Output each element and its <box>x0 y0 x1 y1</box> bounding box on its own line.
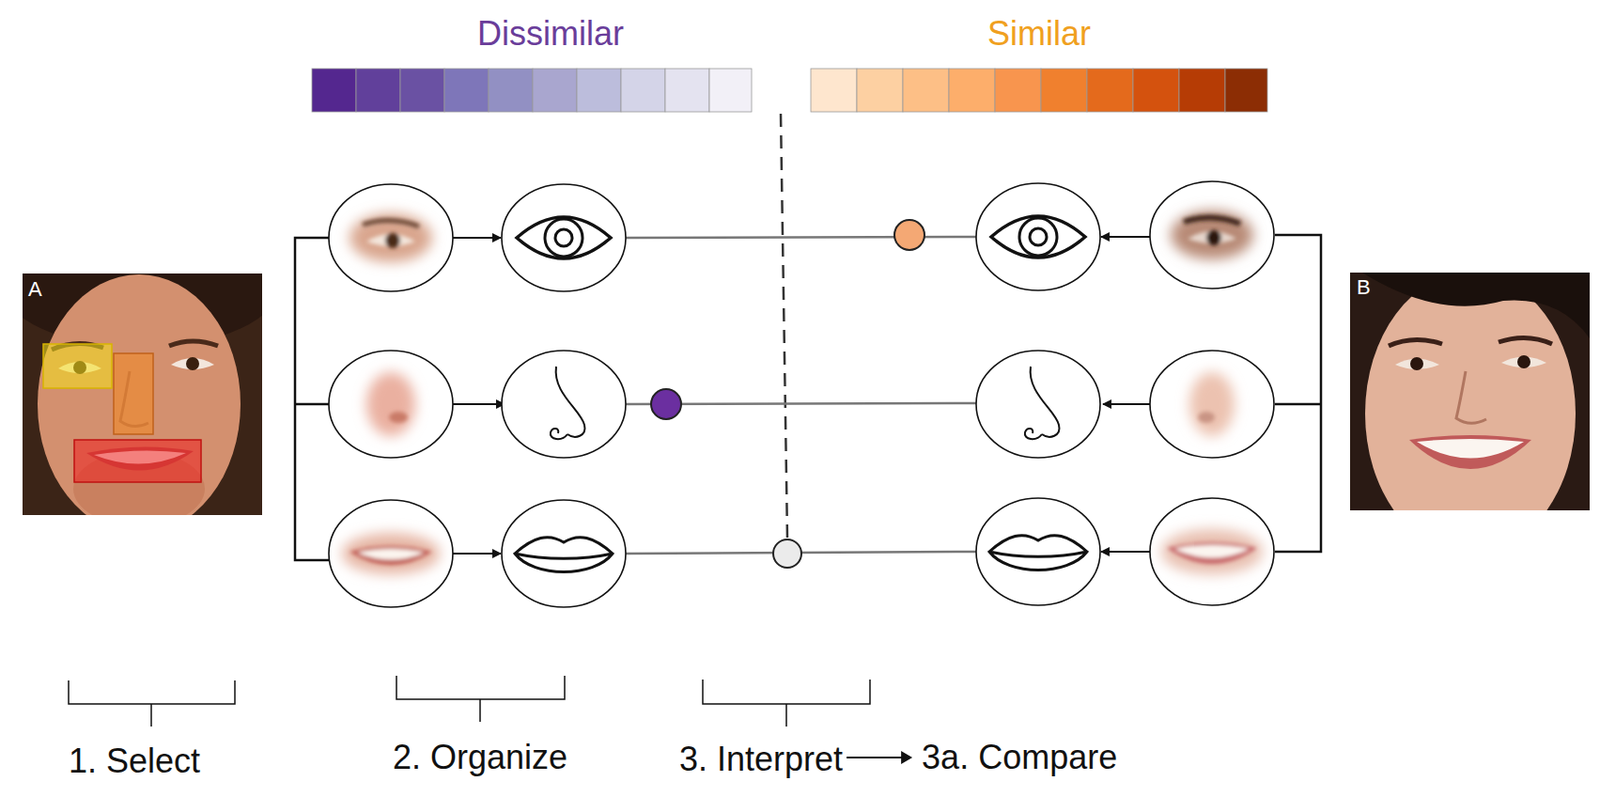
scale-label: Similar <box>987 14 1091 53</box>
similarity-dot <box>894 219 925 250</box>
eye-crop <box>328 184 453 292</box>
similarity-dot <box>651 388 682 420</box>
nose-highlight <box>113 353 154 435</box>
scale-label: Dissimilar <box>477 14 624 53</box>
photo-letter: B <box>1356 275 1371 299</box>
face-photo-b <box>1350 272 1590 511</box>
divider-line <box>780 113 788 538</box>
step-brackets <box>68 675 870 727</box>
mouth-crop <box>1149 497 1274 606</box>
mouth-highlight <box>74 439 202 482</box>
nose-icon <box>501 350 1101 458</box>
eye-icon <box>501 183 1101 292</box>
eye-crop <box>1149 181 1274 289</box>
lips-icon <box>501 497 1101 607</box>
step-label: 3a. Compare <box>921 737 1118 777</box>
step-arrow <box>846 756 903 759</box>
dissimilar-scale <box>311 68 752 112</box>
mouth-crop <box>328 499 453 607</box>
similarity-dot <box>773 539 802 568</box>
nose-crop <box>1149 350 1274 458</box>
step-arrowhead <box>900 750 913 764</box>
face-photo-a <box>22 273 263 515</box>
branch-lines <box>295 234 1321 560</box>
nose-crop <box>328 350 453 458</box>
eye-highlight <box>43 343 112 389</box>
step-label: 1. Select <box>68 741 201 780</box>
photo-letter: A <box>28 277 43 301</box>
step-label: 2. Organize <box>392 737 568 777</box>
step-label: 3. Interpret <box>679 739 843 778</box>
comparison-lines <box>625 236 977 554</box>
similar-scale <box>810 68 1268 112</box>
